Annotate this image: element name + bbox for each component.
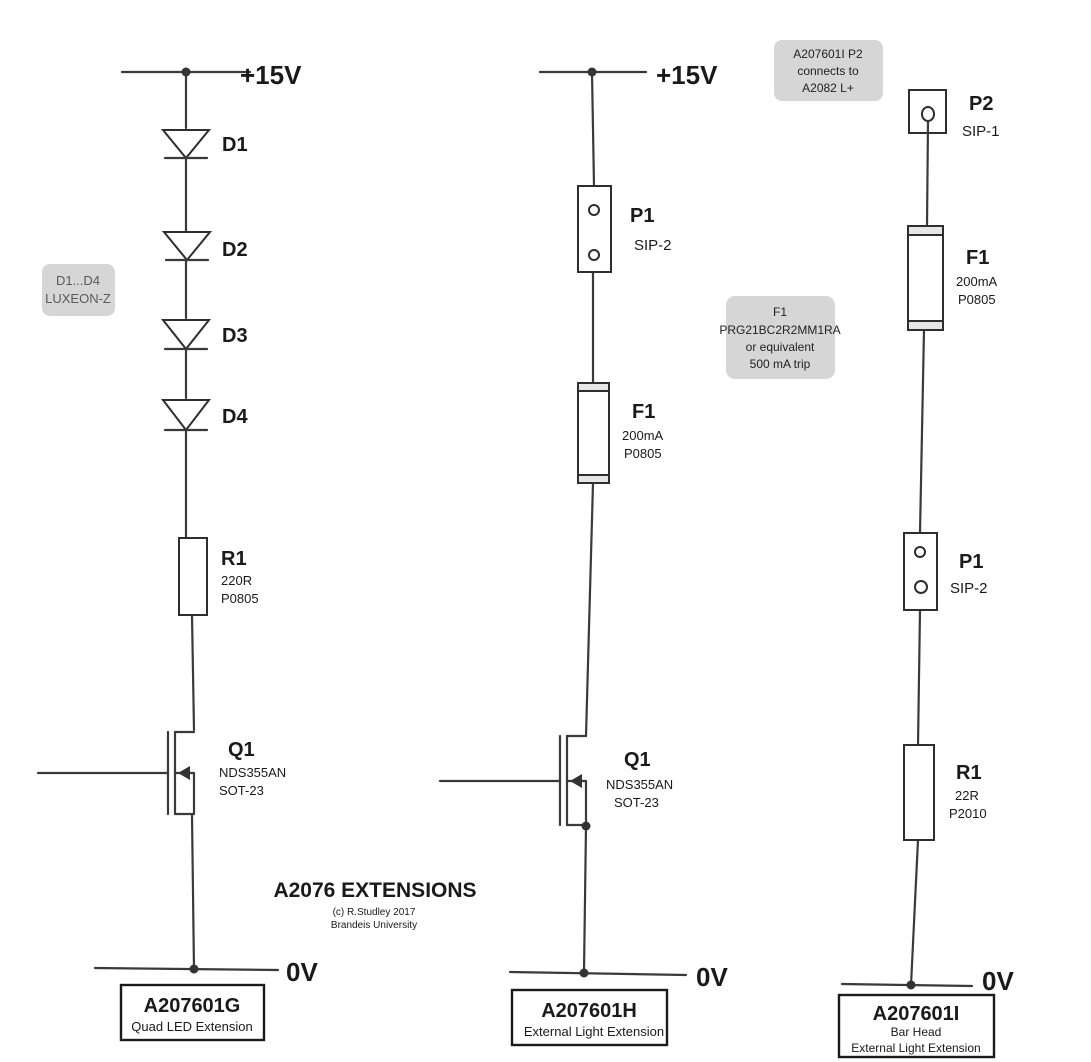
supply-label: +15V: [656, 60, 718, 90]
component-value: 220R: [221, 573, 252, 588]
note-line: or equivalent: [746, 340, 815, 354]
diode-d3: D3: [160, 319, 248, 351]
ground-rail: [93, 966, 280, 972]
component-value: 200mA: [622, 428, 664, 443]
component-value: SIP-1: [962, 123, 1000, 140]
circuit-quad-led: +15V D1 D2 D3 D4: [36, 60, 318, 1042]
supply-label: +15V: [240, 60, 302, 90]
component-ref: D4: [222, 406, 248, 428]
drawing-title: A2076 EXTENSIONS (c) R.Studley 2017 Bran…: [273, 879, 476, 931]
junction-dot: [906, 980, 916, 990]
component-ref: D2: [222, 239, 248, 261]
copyright-text: (c) R.Studley 2017: [333, 907, 416, 918]
component-package: SOT-23: [219, 783, 264, 798]
component-ref: F1: [966, 247, 989, 269]
component-ref: P1: [630, 205, 654, 227]
component-ref: R1: [956, 762, 982, 784]
component-ref: D1: [222, 134, 248, 156]
main-title: A2076 EXTENSIONS: [273, 879, 476, 902]
board-name: External Light Extension: [524, 1024, 664, 1039]
ground-rail: [508, 970, 688, 977]
board-name: Quad LED Extension: [131, 1019, 252, 1034]
ground-label: 0V: [982, 966, 1014, 996]
component-package: P2010: [949, 806, 987, 821]
wire: [582, 824, 588, 974]
ground-label: 0V: [286, 957, 318, 987]
board-id: A207601G: [144, 995, 241, 1017]
note-line: connects to: [797, 64, 859, 78]
note-line: A2082 L+: [802, 81, 854, 95]
board-title-block: A207601H External Light Extension: [510, 988, 669, 1047]
note-line: LUXEON-Z: [45, 291, 111, 306]
note-line: D1...D4: [56, 273, 100, 288]
component-ref: R1: [221, 548, 247, 570]
note-line: F1: [773, 305, 787, 319]
circuit-external-light: +15V P1 SIP-2 F1 200mA P0805: [438, 60, 728, 1047]
component-value: 200mA: [956, 274, 998, 289]
component-ref: P2: [969, 93, 993, 115]
diode-note: D1...D4 LUXEON-Z: [42, 264, 115, 316]
resistor-r1: R1 220R P0805: [178, 537, 259, 616]
component-value: SIP-2: [950, 580, 988, 597]
component-package: P0805: [221, 591, 259, 606]
wire: [925, 119, 930, 228]
board-name: External Light Extension: [851, 1041, 980, 1055]
component-ref: P1: [959, 551, 983, 573]
note-line: A207601I P2: [793, 47, 863, 61]
component-value: NDS355AN: [606, 777, 673, 792]
connector-p2: P2 SIP-1: [908, 89, 1000, 140]
wire: [584, 481, 595, 738]
connection-note: A207601I P2 connects to A2082 L+: [774, 40, 883, 101]
component-package: P0805: [624, 446, 662, 461]
ground-label: 0V: [696, 962, 728, 992]
wire: [918, 328, 926, 535]
organization-text: Brandeis University: [331, 920, 417, 931]
connector-p1: P1 SIP-2: [903, 532, 988, 611]
mosfet-q1: Q1 NDS355AN SOT-23: [438, 734, 673, 831]
fuse-f1: F1 200mA P0805: [577, 382, 664, 484]
component-ref: F1: [632, 401, 655, 423]
component-package: P0805: [958, 292, 996, 307]
board-id: A207601H: [541, 1000, 637, 1022]
circuit-bar-head: P2 SIP-1 F1 200mA P0805 P1 SIP-2 R1: [837, 89, 1014, 1059]
connector-p1: P1 SIP-2: [577, 185, 672, 273]
component-ref: D3: [222, 325, 248, 347]
wire: [590, 70, 596, 188]
wire: [190, 613, 196, 732]
board-name: Bar Head: [891, 1025, 942, 1039]
component-value: 22R: [955, 788, 979, 803]
wire: [916, 608, 922, 747]
component-value: SIP-2: [634, 237, 672, 254]
diode-d1: D1: [160, 129, 248, 160]
wire: [190, 813, 196, 972]
junction-dot: [579, 968, 589, 978]
board-title-block: A207601G Quad LED Extension: [119, 983, 266, 1042]
fuse-note: F1 PRG21BC2R2MM1RA or equivalent 500 mA …: [719, 296, 841, 379]
component-package: SOT-23: [614, 795, 659, 810]
wire: [909, 838, 920, 987]
resistor-r1: R1 22R P2010: [903, 744, 987, 841]
component-value: NDS355AN: [219, 765, 286, 780]
diode-d2: D2: [161, 231, 248, 262]
junction-dot: [189, 964, 199, 974]
component-ref: Q1: [228, 739, 255, 761]
board-id: A207601I: [873, 1003, 960, 1025]
mosfet-q1: Q1 NDS355AN SOT-23: [36, 730, 286, 816]
note-line: 500 mA trip: [750, 357, 811, 371]
diode-d4: D4: [160, 399, 248, 432]
component-ref: Q1: [624, 749, 651, 771]
fuse-f1: F1 200mA P0805: [907, 225, 998, 331]
board-title-block: A207601I Bar Head External Light Extensi…: [837, 993, 996, 1059]
note-line: PRG21BC2R2MM1RA: [719, 323, 840, 337]
